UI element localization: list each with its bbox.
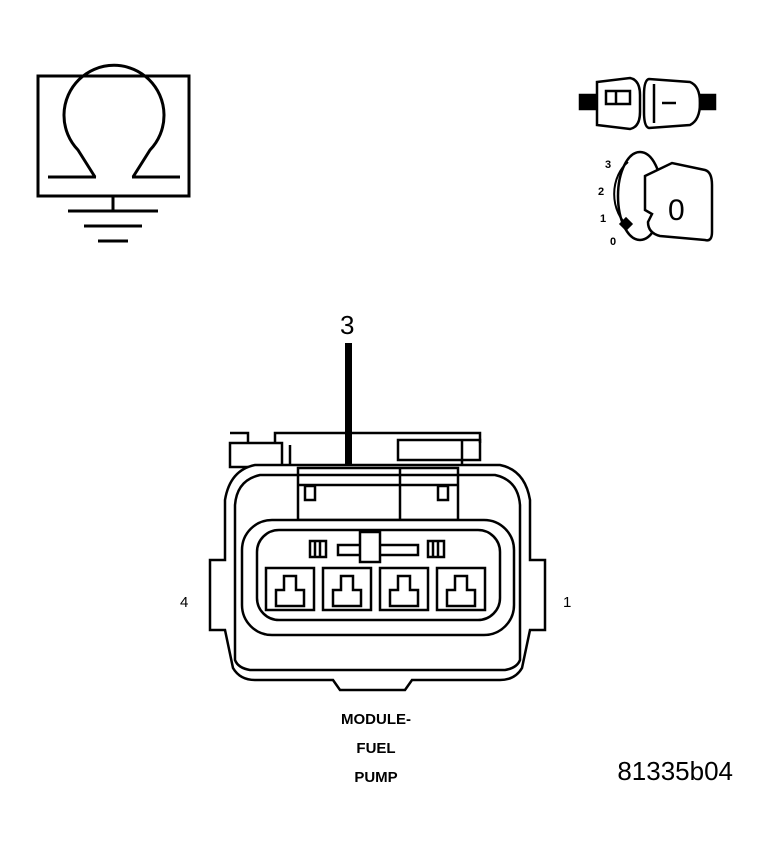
- connector-disconnect-icon: [578, 76, 717, 131]
- figure-id: 81335b04: [617, 756, 733, 786]
- cavity-3: [321, 566, 373, 612]
- connector-caption-line-3: PUMP: [354, 769, 397, 786]
- connector-caption-line-1: MODULE-: [341, 711, 411, 728]
- ignition-pos-3: 3: [605, 159, 611, 171]
- cavity-2: [378, 566, 430, 612]
- ignition-pos-1: 1: [600, 213, 606, 225]
- cavity-4: [264, 566, 316, 612]
- ignition-key-icon: 3 2 1 0 0: [598, 150, 714, 248]
- ignition-pos-0: 0: [610, 236, 616, 248]
- cavity-1: [435, 566, 487, 612]
- ignition-pos-2: 2: [598, 186, 604, 198]
- connector-caption-line-2: FUEL: [356, 740, 395, 757]
- pin-label-left: 4: [180, 594, 188, 611]
- pin-label-right: 1: [563, 594, 571, 611]
- fuel-pump-connector: [208, 431, 547, 692]
- ohm-ground-icon: [36, 63, 191, 243]
- ignition-key-label: 0: [668, 194, 685, 227]
- pin-callout-label: 3: [340, 310, 354, 340]
- terminal-cavities: [264, 566, 487, 612]
